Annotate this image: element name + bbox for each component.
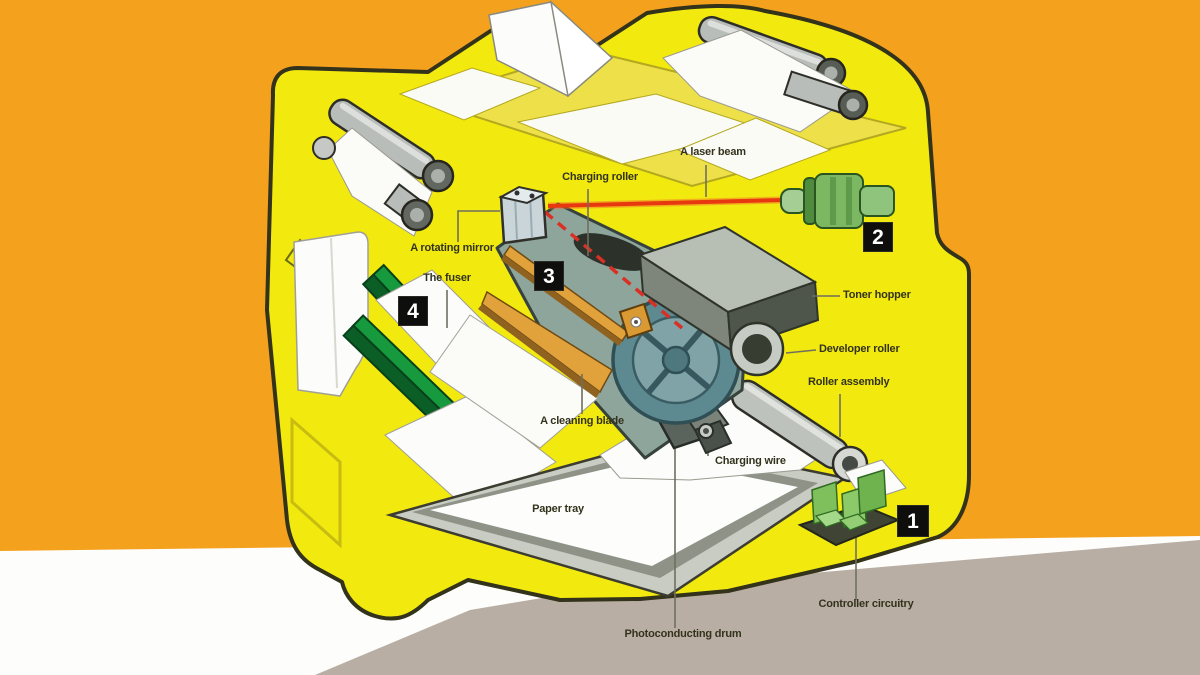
exit-rollers-right — [662, 15, 869, 133]
laser-system — [498, 185, 784, 330]
mirror-top — [498, 185, 549, 205]
controller-circuitry-unit — [797, 469, 901, 547]
exit-rollers-left — [312, 98, 455, 237]
tray-paper — [430, 458, 798, 566]
label-paper-tray: Paper tray — [532, 503, 584, 515]
label-the-fuser: The fuser — [423, 272, 471, 284]
floor — [0, 536, 1200, 675]
floor-taupe — [315, 540, 1200, 675]
body-vent-panel — [290, 416, 342, 549]
label-cleaning-blade: A cleaning blade — [540, 415, 624, 427]
callout-badge-4: 4 — [398, 296, 428, 326]
top-surface — [398, 0, 907, 188]
label-roller-assembly: Roller assembly — [808, 376, 890, 388]
leader-lines — [446, 165, 841, 437]
drum-hub — [661, 345, 691, 375]
circuit-chip — [838, 513, 870, 531]
callout-badge-1: 1 — [897, 505, 929, 537]
paper-sheet — [676, 117, 832, 181]
label-controller-circuitry: Controller circuitry — [818, 598, 914, 610]
paper-in-rollers — [662, 29, 858, 133]
label-charging-wire: Charging wire — [715, 455, 786, 467]
slab-shadow — [573, 233, 651, 271]
laser-beam-reflected — [543, 210, 684, 330]
laser-beam — [547, 198, 784, 208]
label-charging-roller: Charging roller — [562, 171, 638, 183]
circuit-board — [857, 469, 887, 515]
output-paper-fold — [549, 0, 614, 98]
label-laser-beam: A laser beam — [680, 146, 746, 158]
label-toner-hopper: Toner hopper — [843, 289, 911, 301]
callout-badge-2: 2 — [863, 222, 893, 252]
label-photoconducting-drum: Photoconducting drum — [624, 628, 742, 640]
callout-badge-3: 3 — [534, 261, 564, 291]
paper-sheet — [398, 67, 542, 121]
laser-emitter — [780, 173, 895, 229]
toner-hopper-unit — [637, 225, 820, 377]
paper-on-slab — [429, 314, 599, 449]
label-rotating-mirror: A rotating mirror — [410, 242, 494, 254]
label-developer-roller: Developer roller — [819, 343, 900, 355]
